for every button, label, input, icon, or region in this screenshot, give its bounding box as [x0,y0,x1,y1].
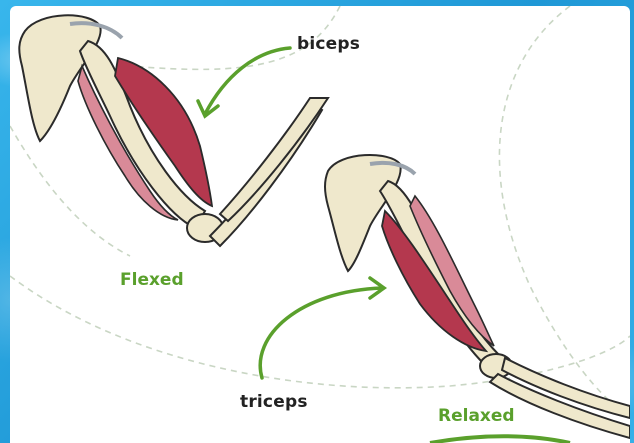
bottom-green-arc [430,436,570,443]
triceps-label: triceps [240,392,308,412]
arm-muscles-illustration [10,6,630,443]
relaxed-scapula [325,155,401,271]
flexed-forearm-radius [220,98,328,221]
flexed-label: Flexed [120,270,184,290]
triceps-arrow [260,288,382,378]
flexed-scapula [19,15,100,141]
diagram-panel: biceps triceps Flexed Relaxed [10,6,630,443]
biceps-arrow [205,48,290,114]
relaxed-humerus [380,181,500,368]
biceps-label: biceps [297,34,360,54]
relaxed-label: Relaxed [438,406,515,426]
